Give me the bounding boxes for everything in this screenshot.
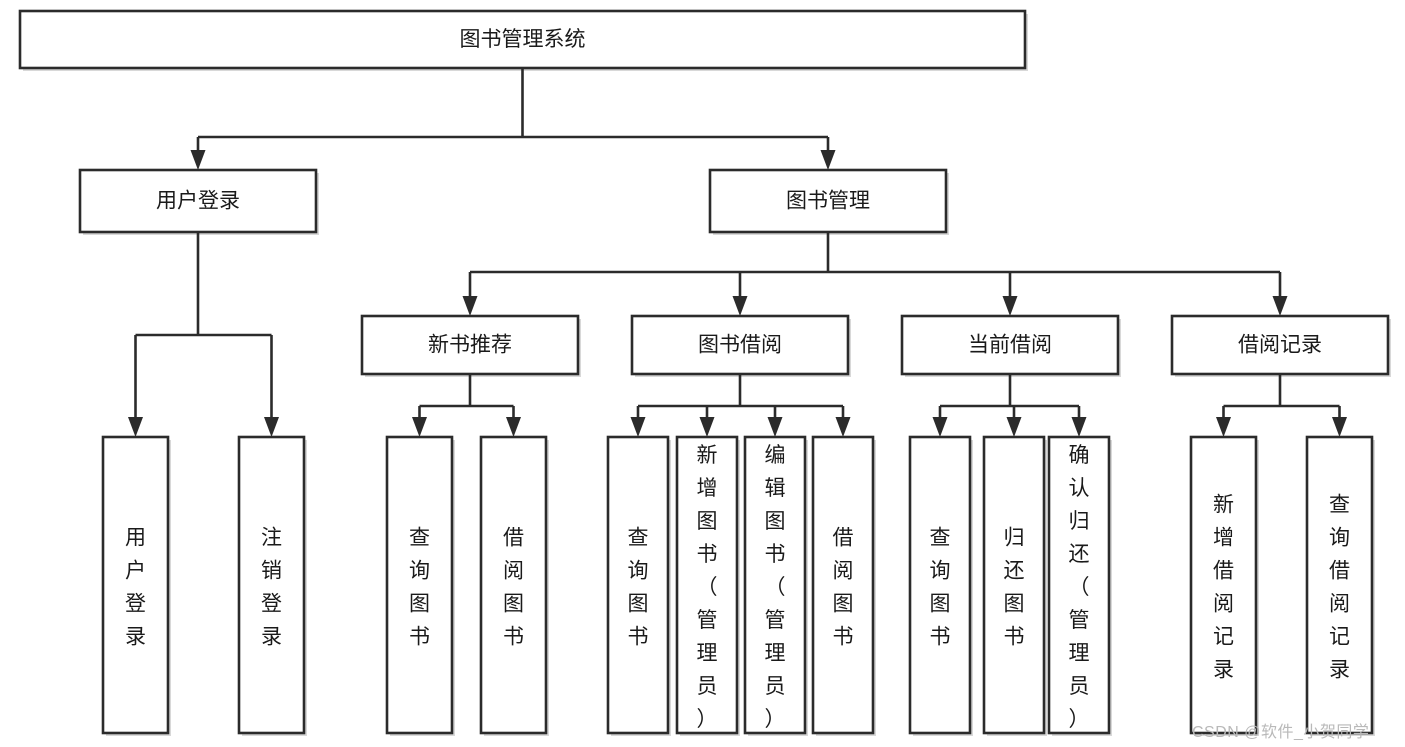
node-box-leaf-query-book-3[interactable] (908, 435, 972, 735)
node-box-book-manage[interactable] (708, 168, 948, 234)
node-label-new-book-rec: 新书推荐 (428, 334, 512, 357)
arrow-head-icon (412, 417, 427, 437)
node-label-leaf-logout: 注销登录 (261, 527, 282, 649)
node-box-leaf-query-record[interactable] (1305, 435, 1374, 735)
node-label-leaf-edit-book: 编辑图书（管理员） (765, 444, 786, 731)
node-leaf-confirm-return[interactable]: 确认归还（管理员） (1047, 435, 1111, 735)
node-book-borrow[interactable]: 图书借阅 (630, 314, 850, 376)
node-box-leaf-borrow-book-2[interactable] (811, 435, 875, 735)
node-leaf-query-book-3[interactable]: 查询图书 (908, 435, 972, 735)
arrow-head-icon (190, 150, 206, 170)
node-label-leaf-query-book-1: 查询图书 (409, 527, 430, 649)
node-box-current-borrow[interactable] (900, 314, 1120, 376)
node-label-leaf-confirm-return: 确认归还（管理员） (1069, 444, 1090, 731)
node-box-leaf-user-login[interactable] (101, 435, 170, 735)
node-box-borrow-record[interactable] (1170, 314, 1390, 376)
node-label-book-manage: 图书管理 (786, 190, 870, 213)
node-label-leaf-query-book-3: 查询图书 (930, 527, 951, 649)
node-leaf-logout[interactable]: 注销登录 (237, 435, 306, 735)
arrow-head-icon (1002, 296, 1018, 316)
node-box-user-login[interactable] (78, 168, 318, 234)
arrow-head-icon (699, 417, 715, 437)
node-borrow-record[interactable]: 借阅记录 (1170, 314, 1390, 376)
node-box-leaf-return-book[interactable] (982, 435, 1046, 735)
node-leaf-add-book[interactable]: 新增图书（管理员） (675, 435, 739, 735)
node-label-user-login: 用户登录 (156, 190, 240, 213)
arrow-head-icon (732, 296, 748, 316)
connector-e-bookmanage-level2 (462, 232, 1288, 316)
node-box-leaf-edit-book[interactable] (743, 435, 807, 735)
node-new-book-rec[interactable]: 新书推荐 (360, 314, 580, 376)
node-label-current-borrow: 当前借阅 (968, 334, 1052, 357)
node-leaf-borrow-book-2[interactable]: 借阅图书 (811, 435, 875, 735)
arrow-head-icon (835, 417, 851, 437)
node-box-leaf-add-book[interactable] (675, 435, 739, 735)
node-label-book-borrow: 图书借阅 (698, 334, 782, 357)
connector-e-newbook-leaves (412, 374, 521, 437)
arrow-head-icon (1216, 417, 1231, 437)
node-box-leaf-add-record[interactable] (1189, 435, 1258, 735)
arrow-head-icon (1006, 417, 1022, 437)
arrow-head-icon (128, 417, 143, 437)
connector-e-root-level1 (190, 68, 836, 170)
node-box-book-borrow[interactable] (630, 314, 850, 376)
node-leaf-query-book-2[interactable]: 查询图书 (606, 435, 670, 735)
node-label-leaf-query-record: 查询借阅记录 (1329, 494, 1350, 682)
node-box-leaf-borrow-book-1[interactable] (479, 435, 548, 735)
node-label-leaf-add-book: 新增图书（管理员） (697, 444, 718, 731)
node-label-borrow-record: 借阅记录 (1238, 334, 1322, 357)
node-label-leaf-add-record: 新增借阅记录 (1213, 494, 1234, 682)
arrow-head-icon (462, 296, 478, 316)
node-box-root[interactable] (18, 9, 1027, 70)
node-book-manage[interactable]: 图书管理 (708, 168, 948, 234)
node-label-leaf-borrow-book-2: 借阅图书 (833, 527, 854, 649)
node-box-leaf-query-book-2[interactable] (606, 435, 670, 735)
node-leaf-return-book[interactable]: 归还图书 (982, 435, 1046, 735)
node-leaf-query-book-1[interactable]: 查询图书 (385, 435, 454, 735)
node-leaf-edit-book[interactable]: 编辑图书（管理员） (743, 435, 807, 735)
node-user-login[interactable]: 用户登录 (78, 168, 318, 234)
connector-e-record-leaves (1216, 374, 1347, 437)
node-label-leaf-borrow-book-1: 借阅图书 (503, 527, 524, 649)
node-box-leaf-logout[interactable] (237, 435, 306, 735)
arrow-head-icon (630, 417, 646, 437)
node-box-leaf-query-book-1[interactable] (385, 435, 454, 735)
arrow-head-icon (932, 417, 948, 437)
connector-e-current-leaves (932, 374, 1087, 437)
connector-e-userlogin-leaves (128, 232, 279, 437)
arrow-head-icon (264, 417, 279, 437)
node-leaf-query-record[interactable]: 查询借阅记录 (1305, 435, 1374, 735)
node-box-leaf-confirm-return[interactable] (1047, 435, 1111, 735)
arrow-head-icon (1332, 417, 1347, 437)
arrow-head-icon (820, 150, 836, 170)
node-label-leaf-user-login: 用户登录 (125, 527, 146, 649)
arrow-head-icon (767, 417, 783, 437)
node-leaf-add-record[interactable]: 新增借阅记录 (1189, 435, 1258, 735)
connector-e-borrow-leaves (630, 374, 851, 437)
arrow-head-icon (1272, 296, 1288, 316)
node-leaf-borrow-book-1[interactable]: 借阅图书 (479, 435, 548, 735)
node-label-root: 图书管理系统 (460, 28, 586, 51)
node-leaf-user-login[interactable]: 用户登录 (101, 435, 170, 735)
arrow-head-icon (506, 417, 521, 437)
node-label-leaf-query-book-2: 查询图书 (628, 527, 649, 649)
arrow-head-icon (1071, 417, 1087, 437)
node-box-new-book-rec[interactable] (360, 314, 580, 376)
connector-layer (128, 68, 1347, 437)
node-label-leaf-return-book: 归还图书 (1004, 527, 1025, 649)
node-root[interactable]: 图书管理系统 (18, 9, 1027, 70)
node-current-borrow[interactable]: 当前借阅 (900, 314, 1120, 376)
node-layer: 图书管理系统用户登录图书管理新书推荐图书借阅当前借阅借阅记录用户登录注销登录查询… (18, 9, 1390, 735)
